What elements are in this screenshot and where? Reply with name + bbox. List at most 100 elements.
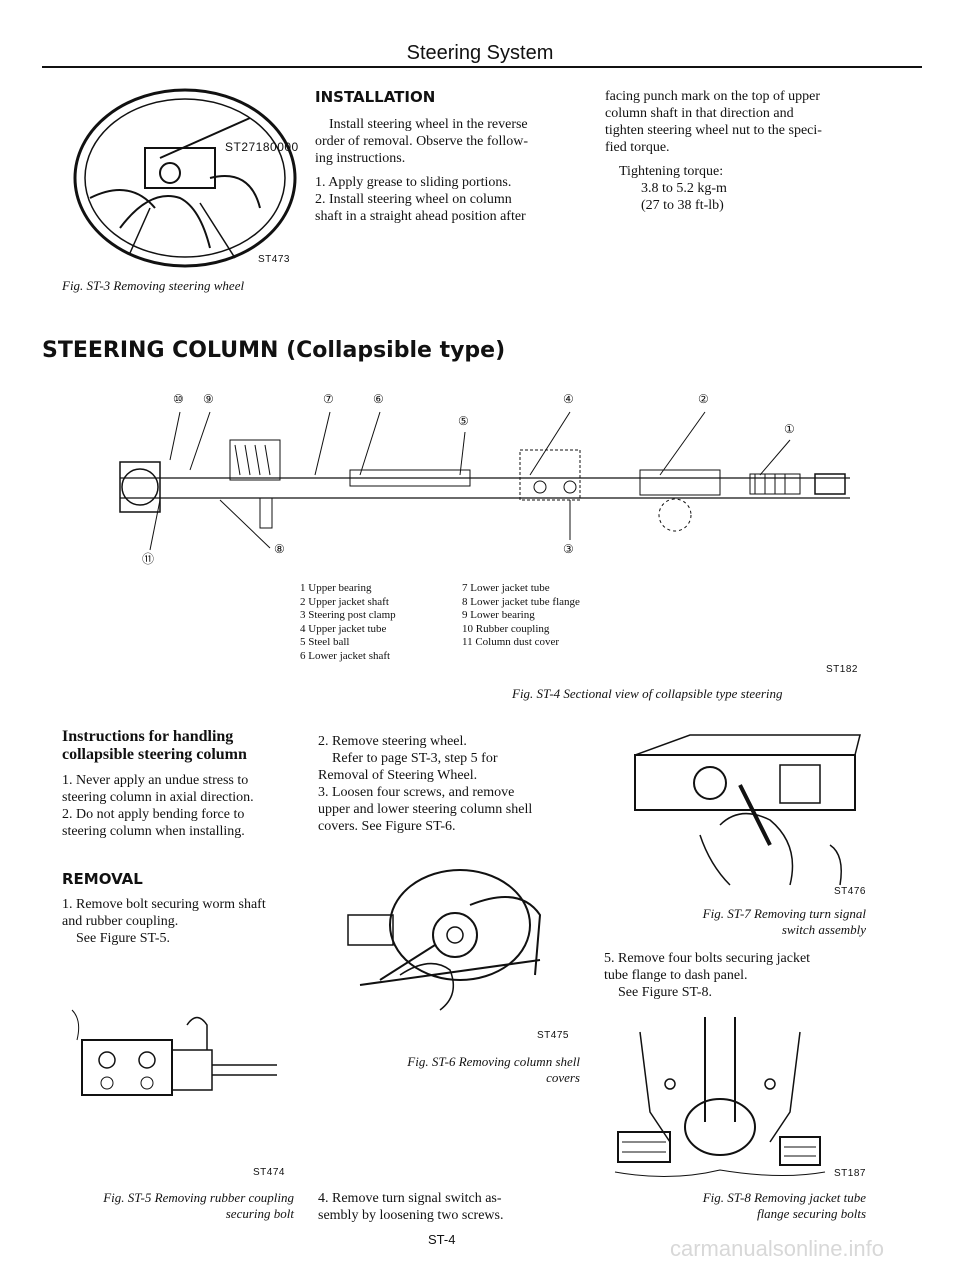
figure-st6 xyxy=(340,855,570,1015)
fig-st3-code: ST473 xyxy=(258,254,290,265)
installation-step2-2: shaft in a straight ahead position after xyxy=(315,209,526,224)
handling-item2-1: 2. Do not apply bending force to xyxy=(62,807,245,822)
legend-item: 7 Lower jacket tube xyxy=(462,582,550,594)
removal-step4-1: 4. Remove turn signal switch as- xyxy=(318,1191,502,1206)
figure-st5 xyxy=(62,1005,282,1115)
legend-item: 1 Upper bearing xyxy=(300,582,372,594)
fig-st4-code: ST182 xyxy=(826,664,858,675)
section-title: STEERING COLUMN (Collapsible type) xyxy=(42,338,506,363)
removal-step2-ref-1: Refer to page ST-3, step 5 for xyxy=(332,751,498,766)
legend-item: 8 Lower jacket tube flange xyxy=(462,595,580,608)
removal-step3-3: covers. See Figure ST-6. xyxy=(318,819,456,834)
fig-st5-caption-1: Fig. ST-5 Removing rubber coupling xyxy=(103,1190,294,1205)
callout-2: ② xyxy=(698,392,709,406)
fig-st5-caption: Fig. ST-5 Removing rubber coupling secur… xyxy=(62,1190,294,1222)
callout-10: ⑩ xyxy=(173,392,184,406)
fig-st6-caption: Fig. ST-6 Removing column shell covers xyxy=(318,1054,580,1086)
handling-item1-1: 1. Never apply an undue stress to xyxy=(62,773,249,788)
page-header: Steering System xyxy=(406,42,554,64)
handling-heading-1: Instructions for handling xyxy=(62,728,234,745)
legend-item: 10 Rubber coupling xyxy=(462,622,550,635)
callout-11: ⑪ xyxy=(142,552,155,566)
handling-heading-2: collapsible steering column xyxy=(62,746,247,763)
fig-st3-caption: Fig. ST-3 Removing steering wheel xyxy=(62,278,245,293)
removal-step2-ref-2: Removal of Steering Wheel. xyxy=(318,768,478,783)
removal-step1-2: and rubber coupling. xyxy=(62,914,179,929)
removal-step5-1: 5. Remove four bolts securing jacket xyxy=(604,951,811,966)
watermark: carmanualsonline.info xyxy=(670,1236,885,1261)
installation-heading: INSTALLATION xyxy=(315,88,436,106)
legend-item: 3 Steering post clamp xyxy=(300,609,396,621)
legend-item: 11 Column dust cover xyxy=(462,636,560,648)
removal-step1-1: 1. Remove bolt securing worm shaft xyxy=(62,897,266,912)
figure-st4: ⑩ ⑨ ⑦ ⑥ ⑤ ④ ② ① ⑪ ⑧ ③ xyxy=(100,390,880,570)
removal-step5-2: tube flange to dash panel. xyxy=(604,968,748,983)
fig-st8-caption: Fig. ST-8 Removing jacket tube flange se… xyxy=(610,1190,866,1222)
installation-intro-1: Install steering wheel in the reverse xyxy=(329,117,528,132)
installation-intro-3: ing instructions. xyxy=(315,151,406,166)
fig-st6-code: ST475 xyxy=(537,1030,569,1041)
figure-st8 xyxy=(610,1012,830,1182)
fig-st3-part-label: ST27180000 xyxy=(225,140,299,154)
removal-step1-ref: See Figure ST-5. xyxy=(76,931,170,946)
fig-st8-code: ST187 xyxy=(834,1168,866,1179)
installation-col1: INSTALLATION Install steering wheel in t… xyxy=(315,88,595,225)
legend-item: 2 Upper jacket shaft xyxy=(300,595,389,608)
installation-continued-2: column shaft in that direction and xyxy=(605,106,794,121)
step5-block: 5. Remove four bolts securing jacket tub… xyxy=(604,950,874,1001)
installation-continued-4: fied torque. xyxy=(605,140,670,155)
legend-left: 1 Upper bearing 2 Upper jacket shaft 3 S… xyxy=(300,582,396,663)
installation-step1: 1. Apply grease to sliding portions. xyxy=(315,175,512,190)
removal-step5-ref: See Figure ST-8. xyxy=(618,985,712,1000)
callout-7: ⑦ xyxy=(323,392,334,406)
fig-st8-caption-1: Fig. ST-8 Removing jacket tube xyxy=(702,1190,866,1205)
fig-st5-caption-2: securing bolt xyxy=(225,1206,294,1221)
callout-8: ⑧ xyxy=(274,542,285,556)
installation-step2-1: 2. Install steering wheel on column xyxy=(315,192,512,207)
fig-st6-caption-1: Fig. ST-6 Removing column shell xyxy=(407,1054,580,1069)
legend-item: 9 Lower bearing xyxy=(462,609,535,621)
middle-column: 2. Remove steering wheel. Refer to page … xyxy=(318,733,588,835)
rubber-coupling-illustration xyxy=(71,1009,277,1096)
handling-item2-2: steering column when installing. xyxy=(62,824,245,839)
callout-3: ③ xyxy=(563,542,574,556)
installation-continued-3: tighten steering wheel nut to the speci- xyxy=(605,123,822,138)
column-shell-covers-illustration xyxy=(347,869,542,1011)
figure-st3: ST27180000 ST473 xyxy=(60,78,310,273)
legend-item: 4 Upper jacket tube xyxy=(300,622,387,635)
installation-continued-1: facing punch mark on the top of upper xyxy=(605,89,820,104)
legend-item: 5 Steel ball xyxy=(300,636,350,648)
step4-block: 4. Remove turn signal switch as- sembly … xyxy=(318,1190,588,1224)
legend-item: 6 Lower jacket shaft xyxy=(300,649,391,662)
fig-st7-caption: Fig. ST-7 Removing turn signal switch as… xyxy=(610,906,866,938)
torque-value-metric: 3.8 to 5.2 kg-m xyxy=(641,181,727,196)
callout-1: ① xyxy=(784,422,795,436)
installation-intro-2: order of removal. Observe the follow- xyxy=(315,134,529,149)
callout-4: ④ xyxy=(563,392,574,406)
fig-st5-code: ST474 xyxy=(253,1167,285,1178)
steering-wheel-illustration xyxy=(73,88,297,268)
handling-item1-2: steering column in axial direction. xyxy=(62,790,254,805)
column-sectional-drawing xyxy=(119,411,850,551)
callout-6: ⑥ xyxy=(373,392,384,406)
callout-5: ⑤ xyxy=(458,414,469,428)
fig-st7-caption-2: switch assembly xyxy=(781,922,866,937)
header-rule xyxy=(42,66,922,68)
fig-st8-caption-2: flange securing bolts xyxy=(756,1206,866,1221)
fig-st4-caption: Fig. ST-4 Sectional view of collapsible … xyxy=(512,686,783,701)
installation-col2: facing punch mark on the top of upper co… xyxy=(605,88,875,214)
removal-step4-2: sembly by loosening two screws. xyxy=(318,1208,504,1223)
fig-st7-caption-1: Fig. ST-7 Removing turn signal xyxy=(702,906,866,921)
figure-st7 xyxy=(630,725,870,890)
removal-step3-1: 3. Loosen four screws, and remove xyxy=(318,785,515,800)
removal-heading: REMOVAL xyxy=(62,870,143,888)
turn-signal-switch-illustration xyxy=(634,734,861,886)
fig-st7-code: ST476 xyxy=(834,886,866,897)
left-column: Instructions for handling collapsible st… xyxy=(62,728,302,947)
removal-step3-2: upper and lower steering column shell xyxy=(318,802,533,817)
legend-right: 7 Lower jacket tube 8 Lower jacket tube … xyxy=(462,582,580,650)
fig-st6-caption-2: covers xyxy=(546,1070,580,1085)
removal-step2: 2. Remove steering wheel. xyxy=(318,734,467,749)
callout-9: ⑨ xyxy=(203,392,214,406)
torque-label: Tightening torque: xyxy=(619,164,724,179)
